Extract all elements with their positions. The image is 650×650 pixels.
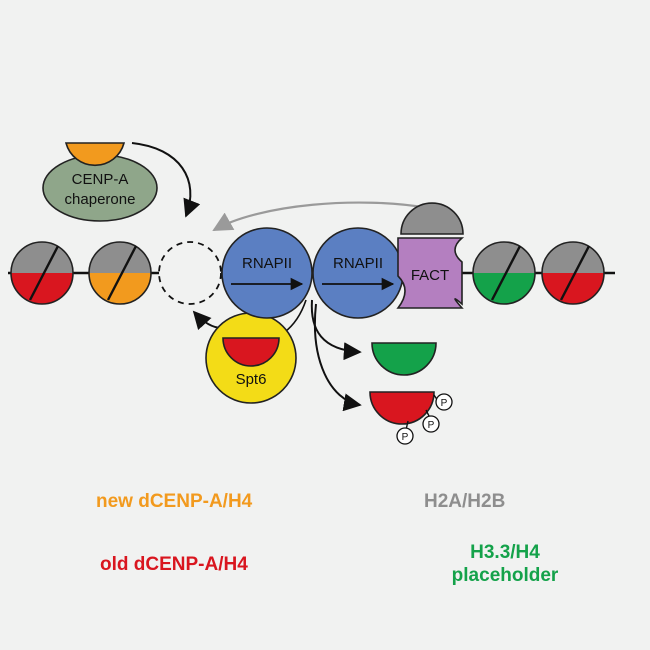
rnapii-2-label: RNAPII	[333, 255, 383, 272]
spt6-arrow	[192, 310, 223, 331]
legend-h33-line1: H3.3/H4	[470, 542, 540, 563]
released-old-cenpa-h4	[369, 391, 435, 425]
legend-h33-line2: placeholder	[451, 565, 559, 586]
fact-bound-h2a-h2b	[400, 202, 464, 235]
legend-h33-h4: H3.3/H4 placeholder	[445, 541, 565, 587]
legend-new-cenpa: new dCENP-A/H4	[96, 491, 253, 512]
release-arrow-h33	[310, 299, 362, 361]
phosphate-3-icon	[396, 427, 414, 445]
cenpa-chaperone: CENP-A chaperone	[42, 142, 158, 222]
spt6-label: Spt6	[236, 371, 267, 388]
fact: FACT	[396, 237, 465, 309]
phosphate-1-icon	[435, 393, 453, 411]
release-arrow-old-cenpa	[314, 303, 362, 412]
empty-site	[158, 241, 222, 305]
phosphate-1: P	[435, 393, 453, 411]
fact-label: FACT	[411, 267, 449, 284]
spt6-bound-old-cenpa	[222, 337, 280, 367]
legend-h2a-h2b: H2A/H2B	[424, 491, 506, 512]
chaperone-arrow	[131, 142, 201, 218]
nucleosome-old-cenpa	[10, 241, 74, 305]
rnapii-1-circle	[221, 227, 313, 319]
nucleosome-new-cenpa	[88, 241, 152, 305]
phosphate-2: P	[422, 415, 440, 433]
rnapii-1: RNAPII	[221, 227, 313, 319]
chaperone-label-line1: CENP-A	[72, 171, 129, 188]
phosphate-3: P	[396, 427, 414, 445]
rnapii-2-circle	[312, 227, 404, 319]
new-cenpa-half	[64, 142, 126, 167]
phosphate-2-label: P	[428, 420, 435, 431]
chaperone-label-line2: chaperone	[65, 191, 136, 208]
phosphate-3-label: P	[402, 432, 409, 443]
phosphate-2-icon	[422, 415, 440, 433]
phosphate-1-label: P	[441, 398, 448, 409]
recycle-arrow	[212, 201, 429, 231]
rnapii-1-label: RNAPII	[242, 255, 292, 272]
spt6: Spt6	[205, 312, 297, 404]
legend-old-cenpa: old dCENP-A/H4	[100, 554, 248, 575]
fact-shape	[396, 237, 465, 309]
rnapii-2: RNAPII	[312, 227, 404, 319]
released-h33-h4	[371, 342, 437, 376]
released-old-cenpa-phosphorylated: P P P	[369, 391, 453, 445]
